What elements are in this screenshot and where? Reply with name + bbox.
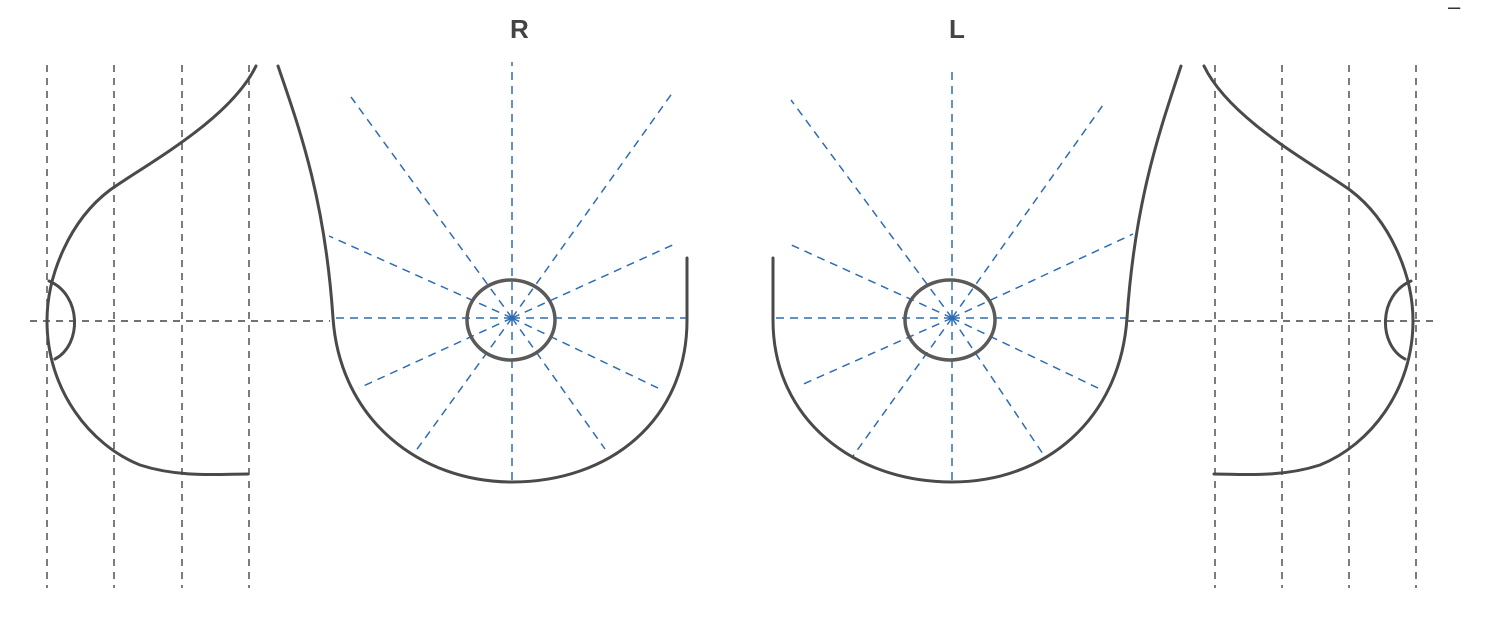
clock-line xyxy=(951,233,1134,319)
right-areola xyxy=(465,278,557,362)
right-clock-lines xyxy=(328,62,686,480)
clock-line xyxy=(790,99,953,319)
clock-line xyxy=(350,96,513,319)
clock-line xyxy=(328,235,513,319)
right-lateral-nipple xyxy=(47,279,77,361)
right-side-label: R xyxy=(510,14,529,44)
left-lateral-grid xyxy=(1127,65,1435,588)
left-side-label: L xyxy=(949,14,965,44)
left-lateral-nipple xyxy=(1383,279,1413,361)
clock-line xyxy=(414,317,513,453)
clock-line xyxy=(951,104,1104,319)
right-lateral-outline xyxy=(45,64,258,477)
clock-line xyxy=(358,317,513,389)
clock-line xyxy=(951,317,1044,455)
left-frontal-view xyxy=(771,64,1183,484)
left-lateral-outline xyxy=(1202,64,1415,477)
right-lateral-view xyxy=(30,64,330,588)
left-frontal-outline xyxy=(771,64,1183,484)
clock-line xyxy=(511,242,678,319)
clock-line xyxy=(511,91,674,319)
clock-line xyxy=(852,317,953,457)
left-areola xyxy=(903,278,997,362)
left-lateral-view xyxy=(1127,64,1435,588)
clock-line xyxy=(798,317,953,387)
clock-line xyxy=(511,317,606,450)
right-frontal-outline xyxy=(276,64,689,484)
left-clock-lines xyxy=(773,68,1134,480)
corner-mark: – xyxy=(1448,0,1461,19)
right-frontal-view xyxy=(276,62,689,484)
clock-line xyxy=(786,242,953,319)
